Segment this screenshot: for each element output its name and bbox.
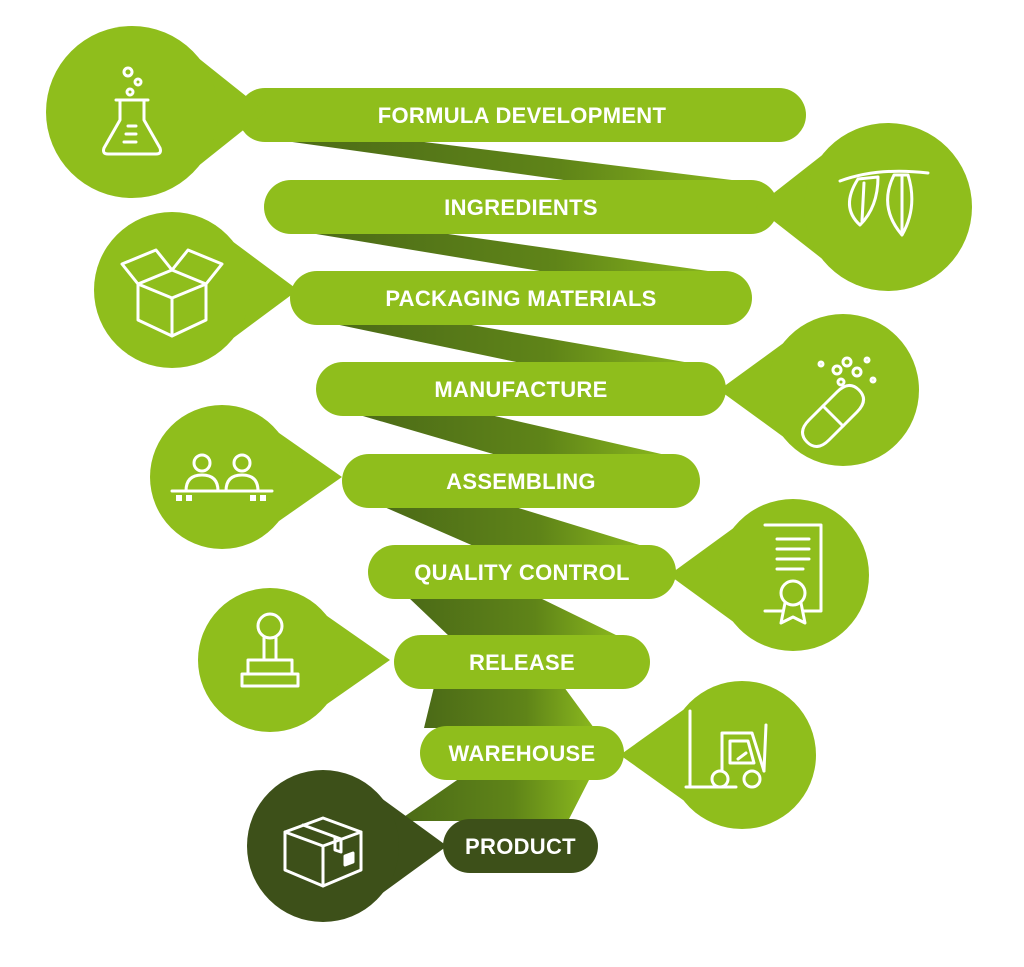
connector-band (304, 232, 722, 273)
step-label: MANUFACTURE (434, 377, 607, 402)
step-label: FORMULA DEVELOPMENT (378, 103, 667, 128)
drop-circle (150, 405, 294, 549)
step-pill: WAREHOUSE (420, 726, 624, 780)
step-pill-shape (290, 271, 752, 325)
step-label: ASSEMBLING (446, 469, 596, 494)
step-pill-shape (368, 545, 676, 599)
drop-pointer (620, 709, 685, 801)
drop-package (247, 770, 447, 922)
forklift-icon (684, 709, 768, 789)
step-label: PACKAGING MATERIALS (385, 286, 656, 311)
step-pill-shape (238, 88, 806, 142)
drop-pointer (756, 154, 823, 260)
connector-band (408, 597, 620, 637)
drop-capsule (719, 314, 919, 466)
connector-band (278, 140, 748, 182)
step-pills: FORMULA DEVELOPMENT INGREDIENTS PACKAGING … (238, 88, 806, 873)
flask-icon (102, 66, 162, 156)
leaves-icon (838, 169, 930, 237)
step-pill-shape (394, 635, 650, 689)
step-pill: MANUFACTURE (316, 362, 726, 416)
step-pill: RELEASE (394, 635, 650, 689)
drop-pointer (199, 58, 266, 166)
step-label: PRODUCT (465, 834, 576, 859)
drop-stamp (198, 588, 390, 732)
connector-band (382, 506, 646, 547)
package-icon (283, 816, 363, 888)
drop-forklift (620, 681, 816, 829)
connector-band (356, 414, 670, 456)
stamp-icon (240, 612, 300, 688)
drop-workers (150, 405, 342, 549)
capsule-icon (801, 356, 877, 448)
step-pill: QUALITY CONTROL (368, 545, 676, 599)
step-label: INGREDIENTS (444, 195, 598, 220)
open-box-icon (120, 248, 224, 338)
drop-leaves (756, 123, 972, 291)
drop-pointer (278, 432, 342, 522)
connector-band (398, 778, 590, 821)
drop-pointer (326, 615, 390, 705)
step-pill: PACKAGING MATERIALS (290, 271, 752, 325)
connector-band (424, 687, 594, 728)
step-pill: ASSEMBLING (342, 454, 700, 508)
drop-pointer (719, 342, 784, 438)
step-pill-shape (420, 726, 624, 780)
step-label: WAREHOUSE (449, 741, 596, 766)
drop-open-box (94, 212, 298, 368)
drop-pointer (669, 527, 734, 623)
drop-circle (94, 212, 250, 368)
step-label: RELEASE (469, 650, 575, 675)
workers-icon (170, 453, 274, 501)
step-pill: FORMULA DEVELOPMENT (238, 88, 806, 142)
drop-circle (767, 314, 919, 466)
drop-circle (46, 26, 218, 198)
step-label: QUALITY CONTROL (414, 560, 630, 585)
drop-flask (46, 26, 266, 198)
step-pill-shape (443, 819, 598, 873)
step-pill: INGREDIENTS (264, 180, 778, 234)
certificate-icon (763, 523, 823, 625)
drop-pointer (382, 798, 447, 894)
connector-band (330, 323, 696, 364)
step-pill-shape (316, 362, 726, 416)
step-pill-shape (264, 180, 778, 234)
drop-pointer (232, 241, 298, 339)
drop-circle (717, 499, 869, 651)
connector-bands (278, 140, 748, 821)
icon-drops (46, 26, 972, 922)
step-pill: PRODUCT (443, 819, 598, 873)
drop-certificate (669, 499, 869, 651)
step-pill-shape (342, 454, 700, 508)
